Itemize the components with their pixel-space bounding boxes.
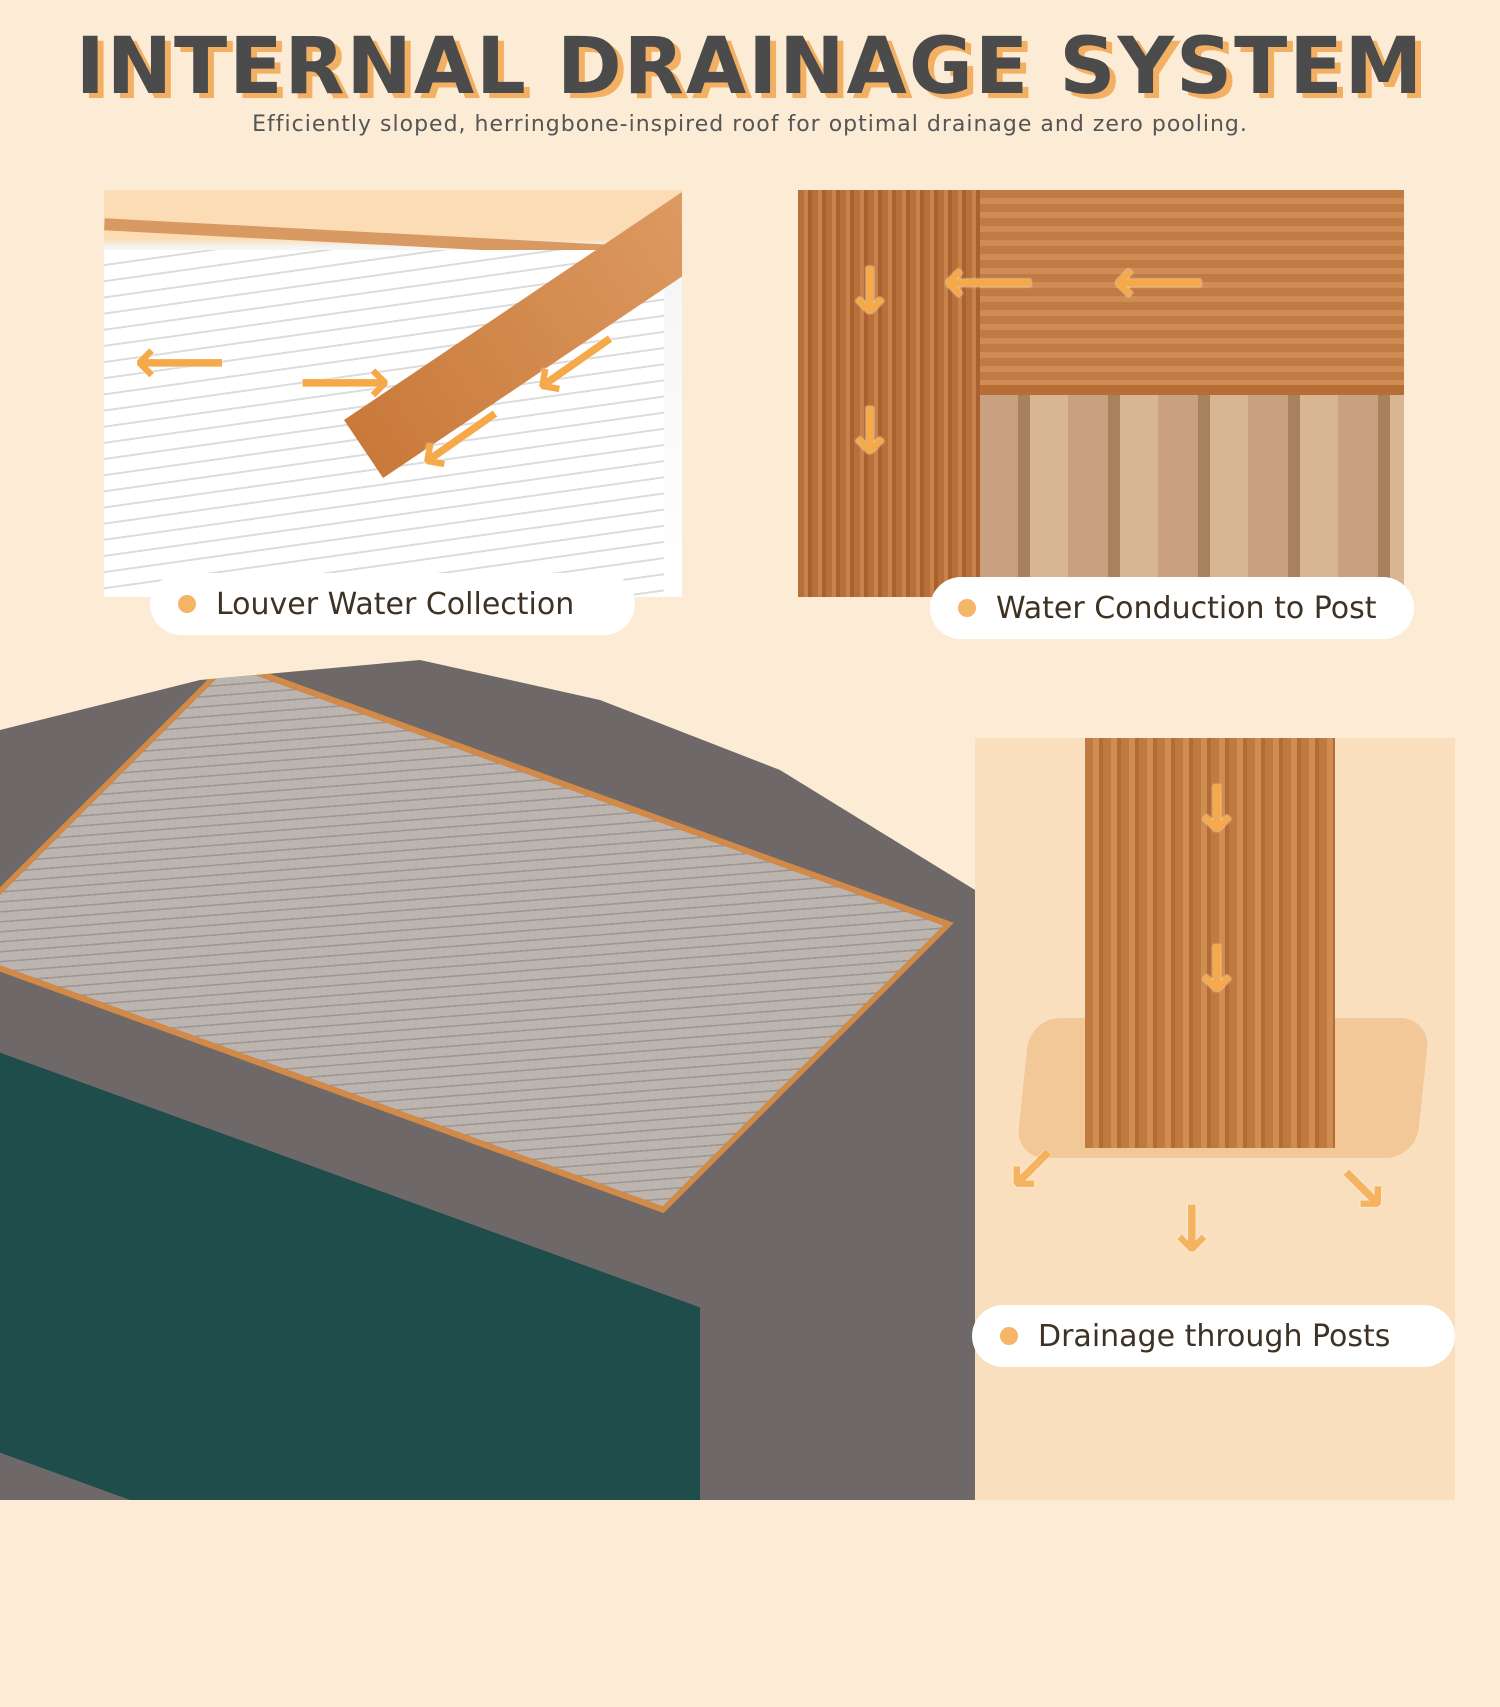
feature-label-drainage: Drainage through Posts [972,1305,1455,1367]
arrow-down-icon: ↙ [1005,1133,1059,1207]
post-drainage-image: ↓ ↓ ↙ ↓ ↘ [975,738,1455,1500]
feature-label-conduction: Water Conduction to Post [930,577,1414,639]
arrow-down-icon: ↓ [1190,773,1244,847]
water-conduction-image: ⟵ ⟵ ↓ ↓ [798,190,1404,597]
feature-label-text: Water Conduction to Post [996,590,1377,626]
feature-label-louver: Louver Water Collection [150,573,635,635]
feature-label-text: Drainage through Posts [1038,1318,1391,1354]
wood-post [1085,738,1335,1148]
arrow-left-icon: ⟵ [134,325,226,399]
page-subtitle: Efficiently sloped, herringbone-inspired… [252,112,1248,137]
louver-collection-image: ⟵ ⟶ ⟵ ⟵ [104,190,682,597]
arrow-down-icon: ↓ [843,255,897,329]
wood-post [798,190,980,597]
arrow-left-icon: ⟵ [943,245,1035,319]
wood-beam [980,190,1404,385]
feature-label-text: Louver Water Collection [216,586,575,622]
arrow-right-icon: ⟶ [299,345,391,419]
arrow-left-icon: ⟵ [1113,245,1205,319]
arrow-down-icon: ↓ [843,395,897,469]
arrow-down-icon: ↘ [1335,1153,1389,1227]
arrow-down-icon: ↓ [1190,933,1244,1007]
bullet-dot-icon [178,595,196,613]
bullet-dot-icon [1000,1327,1018,1345]
arrow-down-icon: ↓ [1165,1193,1219,1267]
page-title: INTERNAL DRAINAGE SYSTEM [75,22,1425,112]
bullet-dot-icon [958,599,976,617]
pergola-overview-image [0,660,1020,1500]
